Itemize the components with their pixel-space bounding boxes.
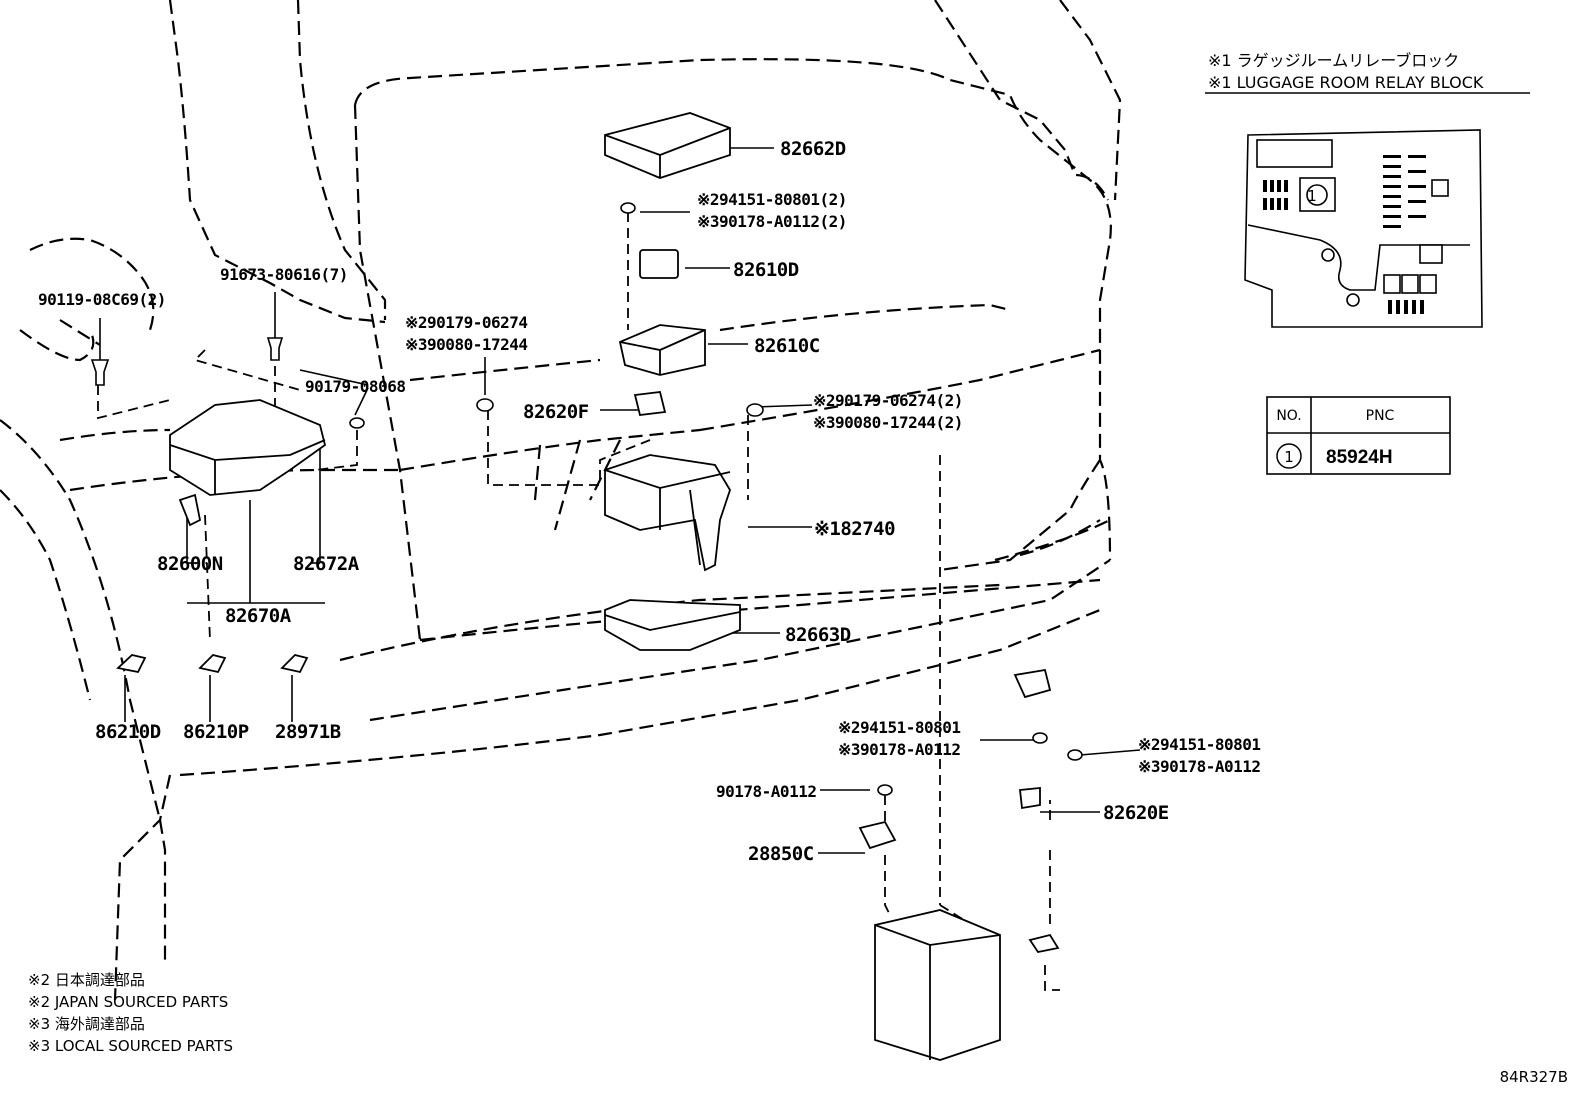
clamp-86210p-icon [198,654,227,674]
relay-block-layout-icon [1244,129,1483,328]
row-number-circle [1276,443,1302,469]
diagram-code: 84R327B [1500,1068,1568,1086]
note-local-jp: ※3 海外調達部品 [28,1015,145,1033]
label-82670A: 82670A [225,605,292,627]
relay-holder-icon [618,324,706,376]
label-90179-06274: ※290179-06274 [405,313,528,332]
label-82620F: 82620F [523,401,589,423]
nut-icon [1067,749,1083,761]
label-82672A: 82672A [293,553,360,575]
part-labels: 82662D ※294151-80801(2) ※390178-A0112(2)… [38,138,1261,865]
legend-title-en: ※1 LUGGAGE ROOM RELAY BLOCK [1208,73,1484,92]
vehicle-body-outline [0,0,1122,1001]
label-28850C: 28850C [748,843,814,865]
label-91673-80616: 91673-80616(7) [220,265,348,284]
bracket-82620f-icon [633,391,667,416]
pnc-table-row-no: 1 [1284,448,1294,466]
nut-icon [877,784,893,796]
label-90178-A0112-a: ※390178-A0112 [838,740,961,759]
components [116,112,1060,1061]
note-local-en: ※3 LOCAL SOURCED PARTS [28,1037,233,1055]
battery-icon [874,909,1001,1061]
label-82620E: 82620E [1103,802,1169,824]
clamp-28971b-icon [280,654,309,674]
nut-icon [349,417,365,429]
label-82663D: 82663D [785,624,851,646]
relay-block-icon [604,454,731,572]
fasteners [90,202,1083,796]
bolt-icon [90,359,110,386]
label-28971B: 28971B [275,721,341,743]
label-90080-17244: ※390080-17244 [405,335,528,354]
label-94151-80801-a: ※294151-80801 [838,718,961,737]
nut-icon [746,403,764,417]
ecu-cover-icon [169,399,327,496]
legend-title-jp: ※1 ラゲッジルームリレーブロック [1208,51,1459,70]
nut-icon [1032,732,1048,744]
label-94151-80801-2: ※294151-80801(2) [697,190,847,209]
nut-icon [476,398,494,412]
assembly-lines [97,212,1060,991]
clip-82600n-icon [178,493,202,527]
label-90178-A0112-c: 90178-A0112 [716,782,816,801]
bracket-28850c-icon [858,820,897,850]
relay-block-legend: ※1 ラゲッジルームリレーブロック ※1 LUGGAGE ROOM RELAY … [1205,51,1530,328]
pnc-table-row-pnc: 85924H [1326,447,1393,468]
pnc-table-header-no: NO. [1276,408,1301,424]
label-90179-06274-2: ※290179-06274(2) [813,391,963,410]
bracket-82620e-icon [1019,787,1041,810]
clip-lower-icon [1028,933,1060,954]
label-90080-17244-2: ※390080-17244(2) [813,413,963,432]
pnc-table-header-pnc: PNC [1366,408,1395,424]
label-86210P: 86210P [183,721,249,743]
label-82600N: 82600N [157,553,223,575]
label-82610D: 82610D [733,259,799,281]
label-94151-80801-b: ※294151-80801 [1138,735,1261,754]
label-86210D: 86210D [95,721,161,743]
label-90178-A0112-b: ※390178-A0112 [1138,757,1261,776]
relay-cover-icon [604,112,731,179]
note-japan-jp: ※2 日本調達部品 [28,971,145,989]
clamp-86210d-icon [116,654,147,674]
label-90178-A0112-2: ※390178-A0112(2) [697,212,847,231]
bracket-upper-icon [1013,668,1052,699]
sourcing-notes: ※2 日本調達部品 ※2 JAPAN SOURCED PARTS ※3 海外調達… [28,971,233,1055]
bolt-icon [266,337,284,361]
leader-lines [99,147,1141,854]
label-82662D: 82662D [780,138,846,160]
nut-icon [620,202,636,214]
note-japan-en: ※2 JAPAN SOURCED PARTS [28,993,228,1011]
relay-icon [639,249,679,279]
pnc-table: NO. PNC 1 85924H [1266,396,1451,475]
layout-position-number: 1 [1307,187,1317,205]
label-90119-08C69: 90119-08C69(2) [38,290,166,309]
label-90179-08068: 90179-08068 [305,377,405,396]
label-82610C: 82610C [754,335,820,357]
label-82740: ※182740 [814,518,895,540]
